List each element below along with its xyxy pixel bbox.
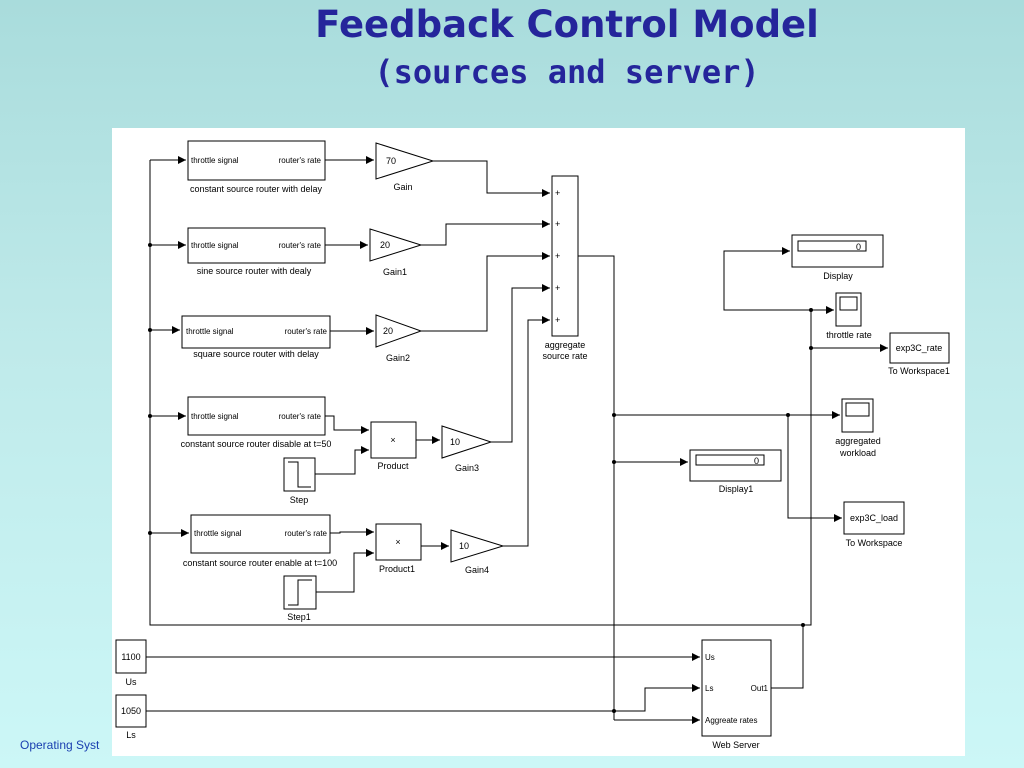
constant-label: Us <box>126 677 137 687</box>
source-label: square source router with delay <box>193 349 319 359</box>
constant-block-2[interactable]: 1050 Ls <box>115 694 147 740</box>
gain-value: 10 <box>450 437 460 447</box>
sum-sign: + <box>555 283 560 293</box>
signal-wires <box>146 156 888 724</box>
source-label: constant source router with delay <box>190 184 323 194</box>
server-label: Web Server <box>712 740 759 750</box>
source-block-3[interactable]: throttle signal router's rate square sou… <box>181 315 331 359</box>
sum-sign: + <box>555 219 560 229</box>
step-block-1[interactable]: Step <box>283 457 316 505</box>
workspace-label: To Workspace1 <box>888 366 950 376</box>
display-block-1[interactable]: 0 Display <box>791 234 884 281</box>
server-port-out: Out1 <box>751 684 769 693</box>
workspace-label: To Workspace <box>846 538 903 548</box>
product-block-2[interactable]: × Product1 <box>375 523 422 574</box>
source-port-out: router's rate <box>285 327 328 336</box>
source-port-in: throttle signal <box>186 327 234 336</box>
server-port-ls: Ls <box>705 684 713 693</box>
sum-sign: + <box>555 251 560 261</box>
product-symbol: × <box>390 435 395 445</box>
display-block-2[interactable]: 0 Display1 <box>689 449 782 494</box>
step-icon <box>288 579 312 606</box>
web-server-block[interactable]: Us Ls Aggreate rates Out1 Web Server <box>701 639 772 750</box>
constant-value: 1050 <box>121 706 141 716</box>
sum-sign: + <box>555 315 560 325</box>
step-label: Step1 <box>287 612 311 622</box>
gain-value: 10 <box>459 541 469 551</box>
source-label: constant source router enable at t=100 <box>183 558 337 568</box>
workspace-block-2[interactable]: exp3C_load To Workspace <box>843 501 905 548</box>
gain-label: Gain <box>393 182 412 192</box>
source-port-out: router's rate <box>279 241 322 250</box>
source-port-out: router's rate <box>279 156 322 165</box>
scope-label-line1: aggregated <box>835 436 881 446</box>
scope-label: throttle rate <box>826 330 872 340</box>
gain-value: 20 <box>383 326 393 336</box>
source-port-out: router's rate <box>279 412 322 421</box>
scope-block-2[interactable]: aggregated workload <box>835 398 881 458</box>
slide-title: Feedback Control Model <box>315 3 819 46</box>
junction-dots <box>148 243 813 713</box>
source-port-in: throttle signal <box>191 241 239 250</box>
constant-value: 1100 <box>121 652 140 662</box>
source-port-in: throttle signal <box>194 529 242 538</box>
simulink-diagram: throttle signal router's rate constant s… <box>112 128 965 756</box>
source-port-in: throttle signal <box>191 412 239 421</box>
source-block-1[interactable]: throttle signal router's rate constant s… <box>187 140 326 194</box>
step-icon <box>288 461 311 488</box>
gain-block-4[interactable]: 10 Gain3 <box>441 425 493 473</box>
sum-label-line2: source rate <box>542 351 587 361</box>
gain-block-5[interactable]: 10 Gain4 <box>450 529 505 575</box>
constant-block-1[interactable]: 1100 Us <box>115 639 147 687</box>
scope-block-1[interactable]: throttle rate <box>826 292 872 340</box>
scope-icon <box>845 402 870 417</box>
gain-value: 70 <box>386 156 396 166</box>
display-value: 0 <box>856 242 861 252</box>
server-port-us: Us <box>705 653 715 662</box>
gain-label: Gain3 <box>455 463 479 473</box>
source-label: sine source router with dealy <box>197 266 312 276</box>
gain-label: Gain2 <box>386 353 410 363</box>
scope-label-line2: workload <box>839 448 876 458</box>
gain-block-3[interactable]: 20 Gain2 <box>375 314 423 363</box>
step-label: Step <box>290 495 309 505</box>
gain-label: Gain1 <box>383 267 407 277</box>
slide-subtitle: (sources and server) <box>374 53 760 91</box>
source-block-5[interactable]: throttle signal router's rate constant s… <box>183 514 337 568</box>
product-symbol: × <box>395 537 400 547</box>
source-block-2[interactable]: throttle signal router's rate sine sourc… <box>187 227 326 276</box>
gain-label: Gain4 <box>465 565 489 575</box>
product-block-1[interactable]: × Product <box>370 421 417 471</box>
sum-block[interactable]: + + + + + aggregate source rate <box>542 175 588 361</box>
gain-block-2[interactable]: 20 Gain1 <box>369 228 423 277</box>
gain-value: 20 <box>380 240 390 250</box>
source-port-in: throttle signal <box>191 156 239 165</box>
gain-block-1[interactable]: 70 Gain <box>375 142 435 192</box>
constant-label: Ls <box>126 730 136 740</box>
display-label: Display1 <box>719 484 754 494</box>
server-port-rates: Aggreate rates <box>705 716 757 725</box>
source-block-4[interactable]: throttle signal router's rate constant s… <box>181 396 332 449</box>
scope-icon <box>839 296 858 311</box>
step-block-2[interactable]: Step1 <box>283 575 317 622</box>
display-label: Display <box>823 271 853 281</box>
product-label: Product <box>377 461 409 471</box>
workspace-block-1[interactable]: exp3C_rate To Workspace1 <box>888 332 950 376</box>
sum-sign: + <box>555 188 560 198</box>
workspace-variable: exp3C_load <box>850 513 898 523</box>
source-label: constant source router disable at t=50 <box>181 439 332 449</box>
workspace-variable: exp3C_rate <box>896 343 943 353</box>
sum-label-line1: aggregate <box>545 340 586 350</box>
product-label: Product1 <box>379 564 415 574</box>
footer-text: Operating Syst <box>20 738 100 752</box>
display-value: 0 <box>754 456 759 466</box>
source-port-out: router's rate <box>285 529 328 538</box>
